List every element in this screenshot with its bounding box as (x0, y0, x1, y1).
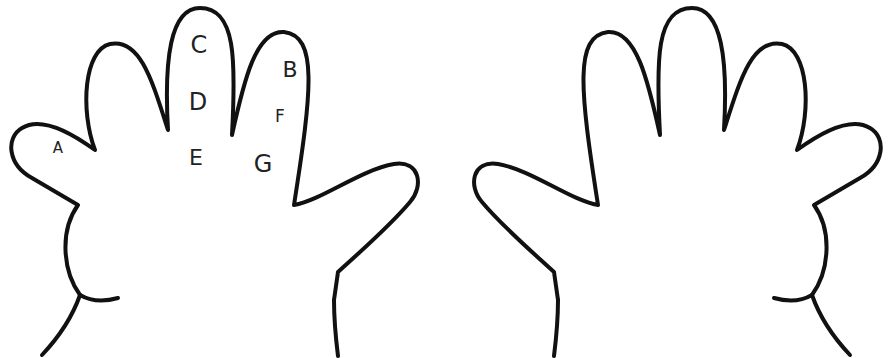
wrist-line (774, 295, 812, 301)
wrist-line (812, 295, 850, 355)
hand-outline (11, 8, 418, 300)
part-letter: A (53, 141, 63, 156)
part-letter: E (189, 147, 203, 169)
part-letter: G (254, 152, 273, 176)
right-hand (474, 8, 881, 356)
part-letter: B (282, 59, 297, 81)
part-letter: F (275, 108, 285, 125)
wrist-line (554, 300, 558, 356)
part-letter: D (189, 90, 207, 114)
wrist-line (42, 295, 80, 355)
wrist-line (334, 300, 338, 356)
part-letter: C (191, 33, 208, 57)
hand-outline (474, 8, 881, 300)
wrist-line (80, 295, 118, 301)
left-hand (11, 8, 418, 356)
